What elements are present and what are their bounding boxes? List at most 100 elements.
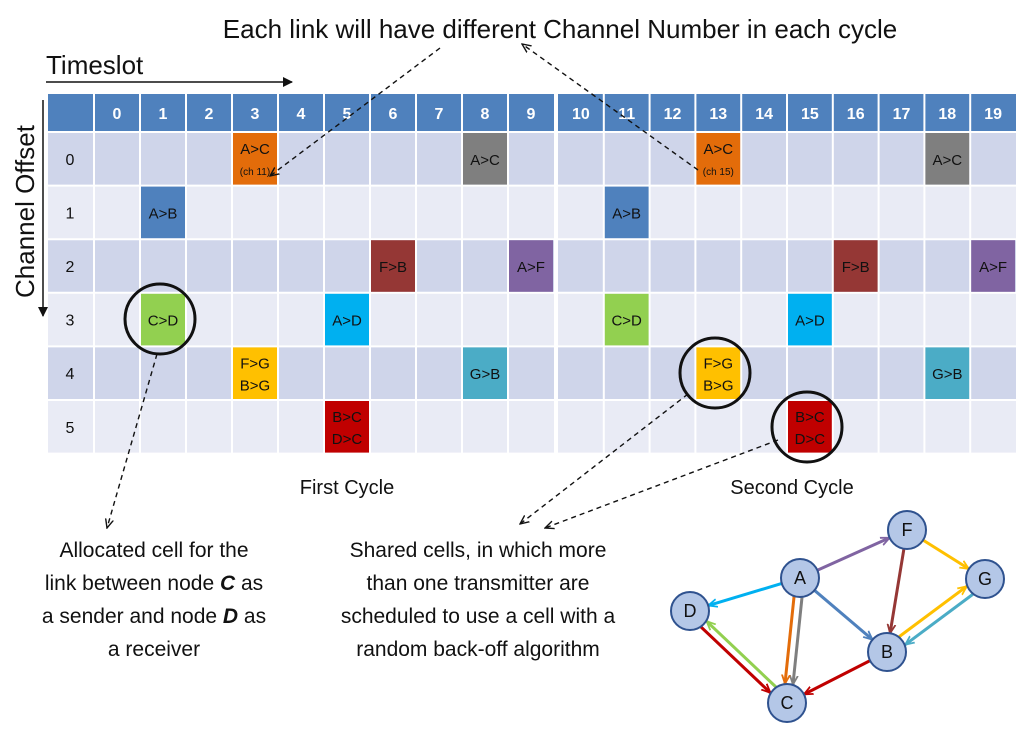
- timeslot-number: 7: [435, 106, 444, 123]
- scheduled-cell: A>C (ch 11): [233, 133, 277, 185]
- scheduled-cell: F>B: [371, 240, 415, 292]
- graph-node-label: F: [902, 520, 913, 540]
- scheduled-cell-fill: [509, 240, 553, 292]
- allocated-note-arrow: [107, 353, 158, 528]
- shared-note-line: Shared cells, in which more: [350, 539, 607, 562]
- scheduled-cell: B>CD>C: [325, 401, 369, 453]
- highlight-circles: [123, 282, 844, 464]
- shared-note-line: scheduled to use a cell with a: [341, 605, 616, 628]
- allocated-note-line: a sender and node D as: [42, 605, 266, 628]
- scheduled-cell-fill: [925, 133, 970, 185]
- scheduled-cell: C>D: [604, 293, 649, 346]
- scheduled-cell-fill: [141, 186, 185, 239]
- graph-node: C: [767, 683, 807, 723]
- graph-edge-a-f: [816, 536, 889, 572]
- cell-link-label: A>B: [149, 205, 178, 222]
- cell-link-label: A>C: [240, 141, 270, 158]
- scheduled-cell: F>G B>G: [233, 347, 277, 399]
- cell-link-label: A>C: [703, 141, 733, 158]
- cell-channel-label: (ch 15): [703, 167, 734, 178]
- graph-node-circle: [767, 683, 807, 723]
- graph-edge-f-b: [890, 548, 906, 634]
- cell-link-label: F>G: [240, 355, 270, 372]
- cell-link-label: A>D: [332, 313, 362, 330]
- scheduled-cell-fill: [463, 347, 507, 399]
- scheduled-cell-fill: [925, 347, 970, 399]
- graph-node-circle: [670, 591, 710, 631]
- graph-node-label: A: [794, 568, 806, 588]
- graph-edge-a-c: [793, 597, 804, 684]
- graph-node: G: [965, 559, 1005, 599]
- graph-node-circle: [780, 558, 820, 598]
- timeslot-number: 11: [618, 106, 635, 123]
- timeslot-number: 19: [984, 106, 1002, 123]
- scheduled-cell: A>B: [141, 186, 185, 239]
- cell-link-label: A>D: [795, 313, 825, 330]
- cell-link-label: B>C: [795, 409, 825, 426]
- scheduled-cell: A>F: [971, 240, 1015, 292]
- cell-link-label: B>C: [332, 409, 362, 426]
- scheduled-cell: A>C (ch 15): [696, 133, 741, 185]
- shared-cell-circle-2: [770, 390, 844, 464]
- offset-row: [48, 185, 554, 240]
- timeslot-number: 3: [251, 106, 260, 123]
- cell-link-label: F>B: [842, 259, 870, 276]
- timeslot-number: 13: [709, 106, 727, 123]
- timeslot-number: 9: [527, 106, 536, 123]
- scheduled-cell: F>GB>G: [696, 347, 741, 399]
- cell-channel-label: (ch 11): [240, 167, 270, 178]
- scheduled-cell: G>B: [463, 347, 507, 399]
- graph-edge-a-d: [708, 582, 783, 605]
- timeslot-number: 6: [389, 106, 398, 123]
- cell-link-label: A>C: [470, 152, 500, 169]
- scheduled-cell: F>B: [833, 240, 878, 292]
- scheduled-cell-fill: [833, 240, 878, 292]
- cell-link-label: C>D: [148, 313, 179, 330]
- timeslot-number: 16: [847, 106, 865, 123]
- scheduled-cell-fill: [325, 293, 369, 346]
- scheduled-cell: B>C D>C: [788, 401, 832, 453]
- scheduled-cell-fill: [371, 240, 415, 292]
- graph-node-label: C: [781, 693, 794, 713]
- shared-note-line: random back-off algorithm: [356, 638, 600, 661]
- scheduled-cell-fill: [141, 293, 185, 346]
- graph-edge-b-c: [804, 659, 871, 696]
- cell-link-label: A>F: [979, 259, 1007, 276]
- timeslot-axis-label: Timeslot: [46, 50, 144, 80]
- graph-edge-a-b: [813, 589, 872, 639]
- graph-node-label: B: [881, 642, 893, 662]
- cell-link-label: A>F: [517, 259, 545, 276]
- graph-edge-f-g: [922, 538, 969, 571]
- timeslot-number: 8: [481, 106, 490, 123]
- cell-link-label: G>B: [932, 366, 962, 383]
- graph-edge-g-b: [905, 593, 974, 644]
- cell-link-label: D>C: [795, 431, 826, 448]
- graph-edge-c-d: [707, 621, 777, 689]
- callout-arrows: [107, 44, 779, 528]
- cell-link-label: C>D: [611, 313, 642, 330]
- graph-node: B: [867, 632, 907, 672]
- offset-row: [48, 239, 554, 293]
- graph-edge-a-c: [785, 596, 796, 683]
- cell-link-label: B>G: [703, 377, 733, 394]
- title-to-second-cycle-arrow: [522, 44, 699, 171]
- timeslot-number: 4: [297, 106, 306, 123]
- scheduled-cell-fill: [971, 240, 1015, 292]
- graph-edge-b-g: [898, 586, 967, 638]
- timeslot-header-band: [48, 94, 554, 132]
- timeslot-number: 2: [205, 106, 214, 123]
- cell-link-label: G>B: [470, 366, 500, 383]
- allocated-note-line: link between node C as: [45, 572, 263, 595]
- second-cycle-label: Second Cycle: [730, 477, 853, 499]
- graph-edge-d-c: [700, 625, 770, 693]
- scheduled-cell: A>C: [463, 133, 507, 185]
- cell-link-label: B>G: [240, 377, 270, 394]
- channel-offset-label: 1: [66, 205, 75, 222]
- timeslot-number: 5: [343, 106, 352, 123]
- graph-node: A: [780, 558, 820, 598]
- timeslot-number: 18: [938, 106, 956, 123]
- allocated-note-line: Allocated cell for the: [59, 539, 248, 562]
